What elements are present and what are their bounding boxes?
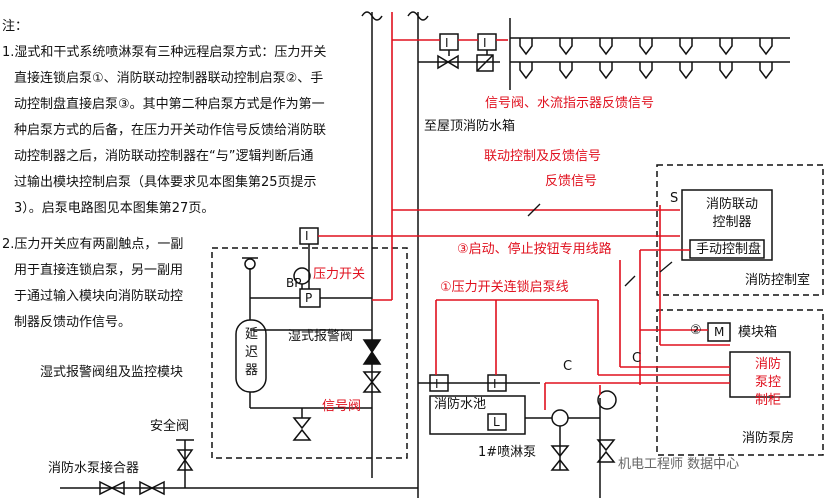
safety-valve-label: 安全阀 xyxy=(150,419,190,434)
alarm-group-box xyxy=(211,247,408,459)
wet-alarm-group-label: 湿式报警阀组及监控模块 xyxy=(40,365,184,380)
start-stop-line-label: ③启动、停止按钮专用线路 xyxy=(457,242,612,257)
note-line: 2.压力开关应有两副触点，一副 xyxy=(2,237,184,252)
safety-valve-icon xyxy=(176,449,194,471)
feedback-signal-label: 反馈信号 xyxy=(545,174,598,189)
pump-1-icon xyxy=(551,409,569,427)
module-box-label: 模块箱 xyxy=(738,325,778,340)
signal-valve-icon xyxy=(362,371,382,393)
note-line: 过输出模块控制启泵（具体要求见本图集第25页提示 xyxy=(14,175,317,190)
watermark-label: 机电工程师 数据中心 xyxy=(618,457,740,472)
note-line: 3）。启泵电路图见本图集第27页。 xyxy=(14,201,215,216)
linkage-controller-box xyxy=(681,189,773,261)
adapter-valve-icon xyxy=(99,480,125,496)
bp-label: BP xyxy=(286,276,302,290)
note-line: 动控制盘直接启泵③。其中第二种启泵方式是作为第一 xyxy=(14,97,325,112)
note-line: 直接连锁启泵①、消防联动控制器联动控制启泵②、手 xyxy=(14,71,324,86)
note-line: 1.湿式和干式系统喷淋泵有三种远程启泵方式：压力开关 xyxy=(2,45,327,60)
control-room-label: 消防控制室 xyxy=(745,273,811,288)
signal-valve-flow-feedback-label: 信号阀、水流指示器反馈信号 xyxy=(485,96,655,111)
module-m-box xyxy=(707,322,731,342)
fire-pool-box xyxy=(429,395,526,435)
l-label: L xyxy=(493,415,500,429)
i-label: I xyxy=(445,36,449,50)
m-label: M xyxy=(714,325,725,339)
i-label: I xyxy=(435,377,439,391)
top-signal-valve-icon xyxy=(437,54,459,70)
flow-indicator-icon xyxy=(476,54,494,72)
pump-1-label: 1#喷淋泵 xyxy=(478,445,537,460)
pump-cabinet-label: 消防泵控制柜 xyxy=(755,357,782,408)
i-label: I xyxy=(483,36,487,50)
c-label: C xyxy=(632,351,642,366)
pump-room-box xyxy=(656,309,824,456)
note-line: 动控制器之后，消防联动控制器在“与”逻辑判断后通 xyxy=(14,149,314,164)
input-module-pressure xyxy=(299,227,319,245)
i-label: I xyxy=(493,377,497,391)
input-module-top-left xyxy=(439,33,459,51)
p-label: P xyxy=(305,291,313,305)
wet-alarm-valve-icon xyxy=(362,339,382,365)
note-line: 种启泵方式的后备，在压力开关动作信号反馈给消防联 xyxy=(14,123,327,138)
fire-pool-label: 消防水池 xyxy=(434,397,487,412)
note-line: 用于直接连锁启泵，另一副用 xyxy=(14,263,184,278)
red-signal-lines xyxy=(318,12,730,410)
notes-heading: 注： xyxy=(2,19,29,34)
delay-device-icon xyxy=(235,319,267,393)
wet-alarm-valve-label: 湿式报警阀 xyxy=(288,329,354,344)
note-line: 于通过输入模块向消防联动控 xyxy=(14,289,184,304)
i-label: I xyxy=(305,229,309,243)
c-label: C xyxy=(563,359,573,374)
delay-device-label: 延迟器 xyxy=(245,327,259,378)
linkage-feedback-label: 联动控制及反馈信号 xyxy=(484,149,602,164)
linkage-controller-label: 消防联动控制器 xyxy=(705,197,758,230)
input-module-pool-left xyxy=(429,374,449,392)
pump-room-label: 消防泵房 xyxy=(742,431,795,446)
sprinkler-head-icon xyxy=(519,38,773,80)
note-line: 制器反馈动作信号。 xyxy=(14,315,132,330)
s-label: S xyxy=(670,191,679,206)
pressure-switch-interlock-label: ①压力开关连锁启泵线 xyxy=(440,280,569,295)
pump-2-icon xyxy=(597,390,617,410)
input-module-pool-right xyxy=(487,374,507,392)
input-module-top-right xyxy=(477,33,497,51)
to-roof-tank-label: 至屋顶消防水箱 xyxy=(424,119,516,134)
manual-panel-label: 手动控制盘 xyxy=(696,242,762,257)
signal-valve-label: 信号阀 xyxy=(322,399,362,414)
control-room-box xyxy=(656,164,824,296)
pump-adapter-label: 消防水泵接合器 xyxy=(48,461,140,476)
circle-2-label: ② xyxy=(690,323,702,338)
pressure-switch-label: 压力开关 xyxy=(313,267,366,282)
